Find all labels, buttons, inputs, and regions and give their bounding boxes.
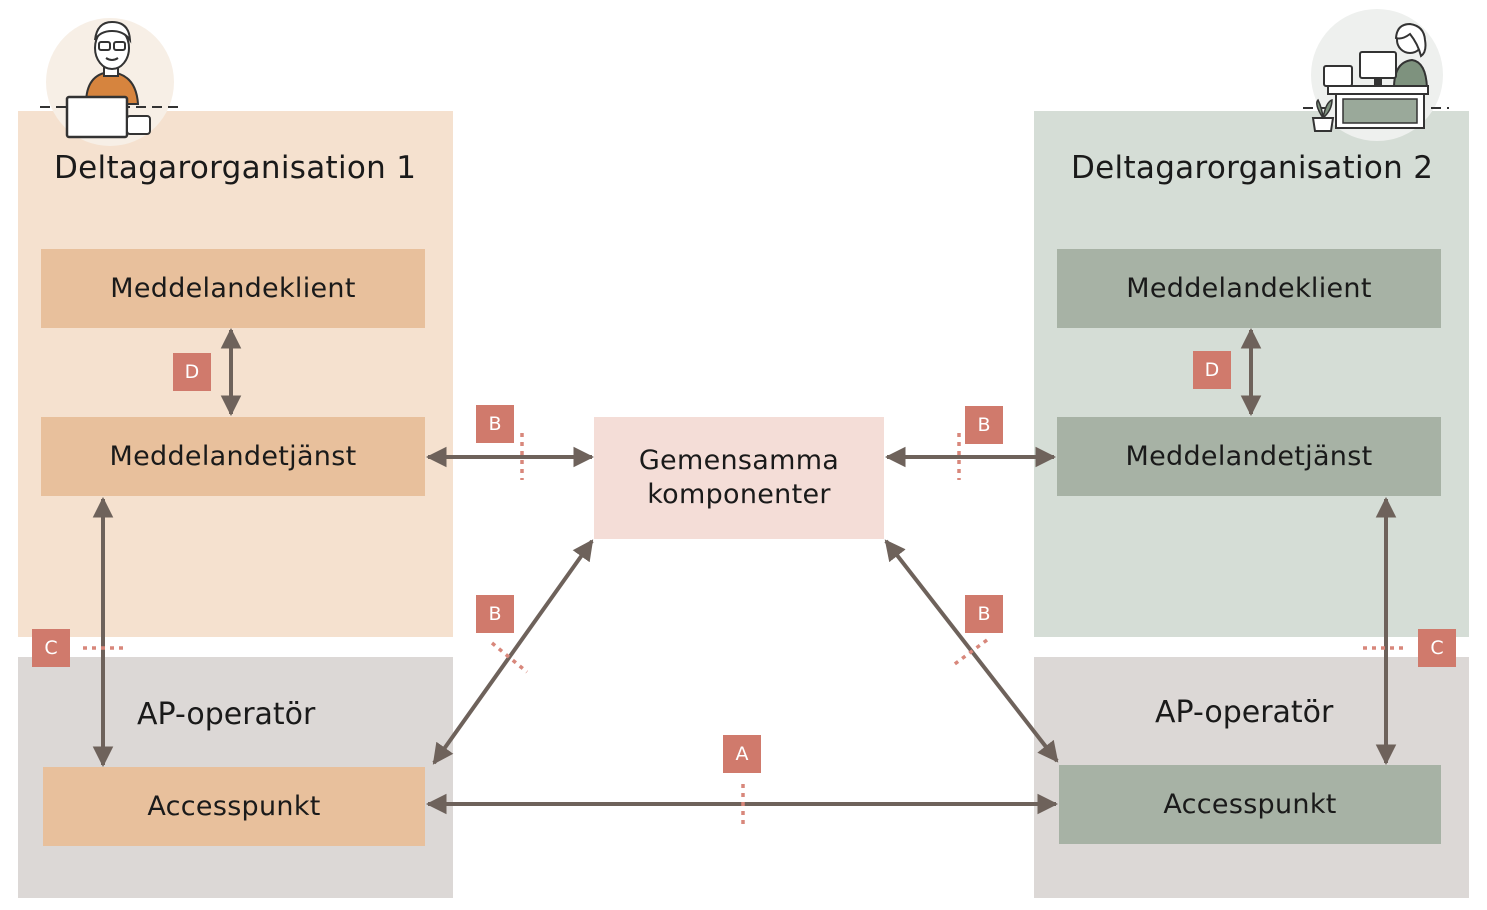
org1-message-client: Meddelandeklient xyxy=(41,249,425,328)
common-components-line2: komponenter xyxy=(647,479,831,510)
arrow-b-left-ap xyxy=(432,539,594,765)
man-with-laptop-icon xyxy=(40,18,180,146)
woman-at-desk-icon xyxy=(1303,9,1449,141)
org1-ap-operator-label: AP-operatör xyxy=(137,697,316,732)
interface-marker-b4 xyxy=(950,638,989,668)
org2-message-client: Meddelandeklient xyxy=(1057,249,1441,328)
badge-c-right: C xyxy=(1418,629,1456,667)
org2-ap-operator-label: AP-operatör xyxy=(1155,695,1334,730)
badge-d-left: D xyxy=(173,353,211,391)
badge-b-left-bottom: B xyxy=(476,595,514,633)
org1-message-service: Meddelandetjänst xyxy=(41,417,425,496)
org1-title: Deltagarorganisation 1 xyxy=(54,150,417,186)
badge-b-right-bottom: B xyxy=(965,595,1003,633)
badge-d-right: D xyxy=(1193,351,1231,389)
badge-a: A xyxy=(723,735,761,773)
interface-marker-b3 xyxy=(490,641,529,674)
org2-message-service: Meddelandetjänst xyxy=(1057,417,1441,496)
common-components-box: Gemensamma komponenter xyxy=(594,417,884,539)
common-components-line1: Gemensamma xyxy=(638,445,840,476)
badge-b-left-top: B xyxy=(476,405,514,443)
org2-title: Deltagarorganisation 2 xyxy=(1071,150,1434,186)
badge-c-left: C xyxy=(32,629,70,667)
badge-b-right-top: B xyxy=(965,406,1003,444)
org2-access-point: Accesspunkt xyxy=(1059,765,1441,844)
org1-access-point: Accesspunkt xyxy=(43,767,425,846)
